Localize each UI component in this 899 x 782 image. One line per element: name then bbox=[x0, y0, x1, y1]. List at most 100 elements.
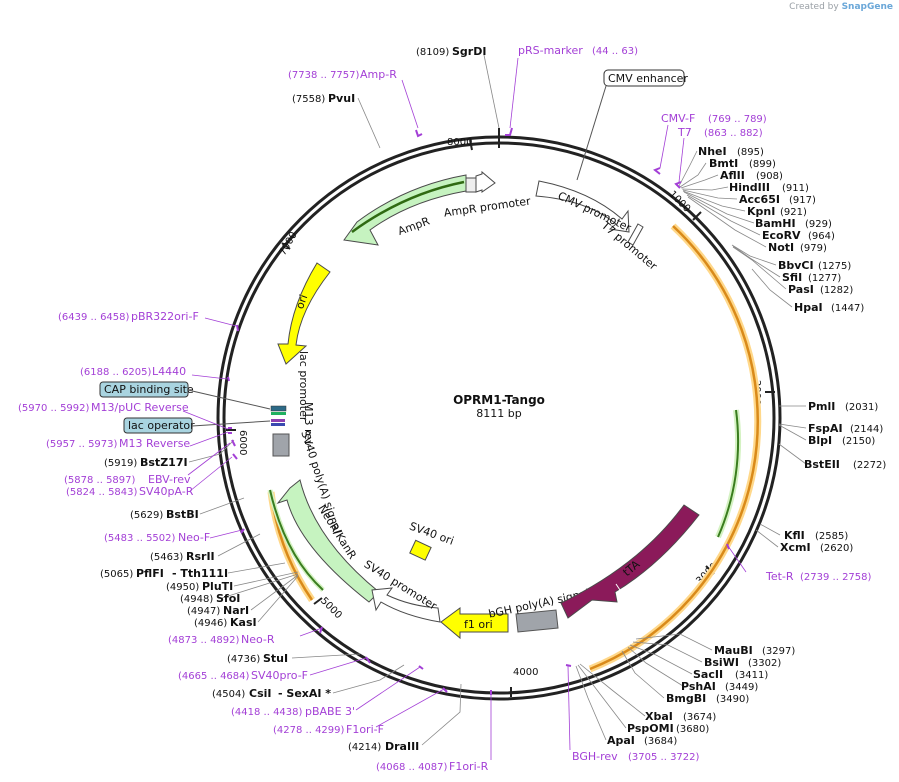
site-draiii-pos: (4214) bbox=[348, 742, 381, 753]
snapgene-logo: SnapGene bbox=[841, 2, 893, 12]
primer-m13-rev-name: M13 Reverse bbox=[119, 437, 190, 450]
primer-f1ori-f-name: F1ori-F bbox=[346, 723, 384, 736]
site-pmli-pos: (2031) bbox=[845, 402, 878, 413]
primer-pbr322ori-f-name: pBR322ori-F bbox=[131, 310, 199, 323]
site-kasi-pos: (4946) bbox=[194, 618, 227, 629]
site-stui-name: StuI bbox=[263, 652, 288, 665]
green-inner-right bbox=[715, 409, 742, 539]
site-sexai-name: - SexAI * bbox=[278, 687, 331, 700]
ampr-label: AmpR bbox=[396, 214, 432, 238]
site-pflfi-pos: (5065) bbox=[100, 569, 133, 580]
sites-left-labels: (5919) BstZ17I (5629) BstBI (5463) RsrII… bbox=[100, 456, 419, 753]
site-blpi-name: BlpI bbox=[808, 434, 832, 447]
site-fspai-pos: (2144) bbox=[850, 424, 883, 435]
site-hpai-name: HpaI bbox=[794, 301, 823, 314]
cmv-promoter-label: CMV promoter bbox=[556, 189, 634, 234]
primer-neo-f-pos: (5483 .. 5502) bbox=[104, 533, 176, 544]
site-maubi-name: MauBI bbox=[714, 644, 753, 657]
plasmid-length: 8111 bp bbox=[476, 407, 521, 420]
tick-7000: 7000 bbox=[277, 230, 299, 258]
site-kfli-pos: (2585) bbox=[815, 531, 848, 542]
site-fspai-name: FspAI bbox=[808, 422, 843, 435]
tick-6000: 6000 bbox=[237, 430, 248, 455]
site-noti-name: NotI bbox=[768, 241, 794, 254]
site-tth111i-name: - Tth111I bbox=[172, 567, 228, 580]
site-kasi-name: KasI bbox=[230, 616, 257, 629]
primer-tet-r-pos: (2739 .. 2758) bbox=[800, 572, 872, 583]
site-hindiii-pos: (911) bbox=[782, 183, 809, 194]
site-pmli-name: PmlI bbox=[808, 400, 835, 413]
site-rsrii-name: RsrII bbox=[186, 550, 215, 563]
primer-bgh-rev-name: BGH-rev bbox=[572, 750, 618, 763]
lac-operator-box: lac operator bbox=[123, 417, 271, 434]
cmv-enhancer-label: CMV enhancer bbox=[608, 72, 688, 85]
lac-operator-label: lac operator bbox=[128, 419, 195, 432]
site-bsteii-name: BstEII bbox=[804, 458, 840, 471]
primer-bgh-rev-pos: (3705 .. 3722) bbox=[628, 752, 700, 763]
ampr-feature: AmpR AmpR promoter bbox=[343, 170, 532, 246]
ampr-promoter-label: AmpR promoter bbox=[443, 194, 532, 219]
primer-ebv-rev-name: EBV-rev bbox=[148, 473, 191, 486]
site-aflii-pos: (908) bbox=[756, 171, 783, 182]
primer-f1ori-r-pos: (4068 .. 4087) bbox=[376, 762, 448, 773]
site-sfii-pos: (1277) bbox=[808, 273, 841, 284]
site-csii-pos: (4504) bbox=[212, 689, 245, 700]
site-maubi-pos: (3297) bbox=[762, 646, 795, 657]
sites-right-labels: (8109) SgrDI (7558) PvuI NheI (895) BmtI… bbox=[292, 45, 886, 747]
site-pvui-pos: (7558) bbox=[292, 94, 325, 105]
ori-label: ori bbox=[293, 293, 310, 311]
site-bmgbi-name: BmgBI bbox=[666, 692, 706, 705]
primer-pbr322ori-f-pos: (6439 .. 6458) bbox=[58, 312, 130, 323]
primer-prs-marker-name: pRS-marker bbox=[518, 44, 583, 57]
site-bmti-pos: (899) bbox=[749, 159, 776, 170]
site-bbvci-pos: (1275) bbox=[818, 261, 851, 272]
primer-amp-r-name: Amp-R bbox=[360, 68, 397, 81]
snapgene-watermark: Created by SnapGene bbox=[789, 2, 893, 12]
watermark-prefix: Created by bbox=[789, 2, 839, 12]
primer-neo-r-pos: (4873 .. 4892) bbox=[168, 635, 240, 646]
cap-binding-box: CAP binding site bbox=[99, 381, 271, 410]
leader-lines bbox=[188, 54, 807, 746]
site-aflii-name: AflII bbox=[720, 169, 745, 182]
site-nari-name: NarI bbox=[223, 604, 249, 617]
site-kfli-name: KflI bbox=[784, 529, 805, 542]
site-pluti-name: PluTI bbox=[202, 580, 233, 593]
tick-marks bbox=[226, 139, 775, 697]
site-xcmi-pos: (2620) bbox=[820, 543, 853, 554]
site-sfoi-pos: (4948) bbox=[180, 594, 213, 605]
primer-pbabe3-pos: (4418 .. 4438) bbox=[231, 707, 303, 718]
tick-4000: 4000 bbox=[513, 667, 538, 678]
primer-ebv-rev-pos: (5878 .. 5897) bbox=[64, 475, 136, 486]
primer-t7-pos: (863 .. 882) bbox=[704, 128, 763, 139]
site-pluti-pos: (4950) bbox=[166, 582, 199, 593]
primer-sv40pro-f-name: SV40pro-F bbox=[251, 669, 308, 682]
primer-labels: pRS-marker (44 .. 63) (7738 .. 7757) Amp… bbox=[18, 44, 872, 773]
tick-8000: 8000 bbox=[447, 137, 472, 148]
primer-markers bbox=[227, 127, 730, 695]
site-ecorv-pos: (964) bbox=[808, 231, 835, 242]
site-bstbi-name: BstBI bbox=[166, 508, 199, 521]
primer-sv40pro-f-pos: (4665 .. 4684) bbox=[178, 671, 250, 682]
primer-tet-r-name: Tet-R bbox=[765, 570, 794, 583]
f1-ori-feature: f1 ori bbox=[440, 607, 509, 640]
site-noti-pos: (979) bbox=[800, 243, 827, 254]
site-bmgbi-pos: (3490) bbox=[716, 694, 749, 705]
primer-m13puc-rev-name: M13/pUC Reverse bbox=[91, 401, 189, 414]
site-nhei-name: NheI bbox=[698, 145, 727, 158]
site-acc65i-pos: (917) bbox=[789, 195, 816, 206]
primer-l4440-name: L4440 bbox=[152, 365, 186, 378]
f1-ori-label: f1 ori bbox=[464, 618, 493, 631]
sv40-promoter-feature: SV40 promoter bbox=[362, 558, 441, 623]
site-nari-pos: (4947) bbox=[187, 606, 220, 617]
primer-cmv-f-name: CMV-F bbox=[661, 112, 695, 125]
site-bamhi-name: BamHI bbox=[755, 217, 796, 230]
primer-neo-f-name: Neo-F bbox=[178, 531, 210, 544]
primer-m13puc-rev-pos: (5970 .. 5992) bbox=[18, 403, 90, 414]
site-bstbi-pos: (5629) bbox=[130, 510, 163, 521]
site-apai-name: ApaI bbox=[607, 734, 635, 747]
site-pshai-name: PshAI bbox=[681, 680, 716, 693]
primer-t7-name: T7 bbox=[677, 126, 692, 139]
ori-feature: ori bbox=[277, 262, 331, 365]
primer-prs-marker-pos: (44 .. 63) bbox=[592, 46, 638, 57]
